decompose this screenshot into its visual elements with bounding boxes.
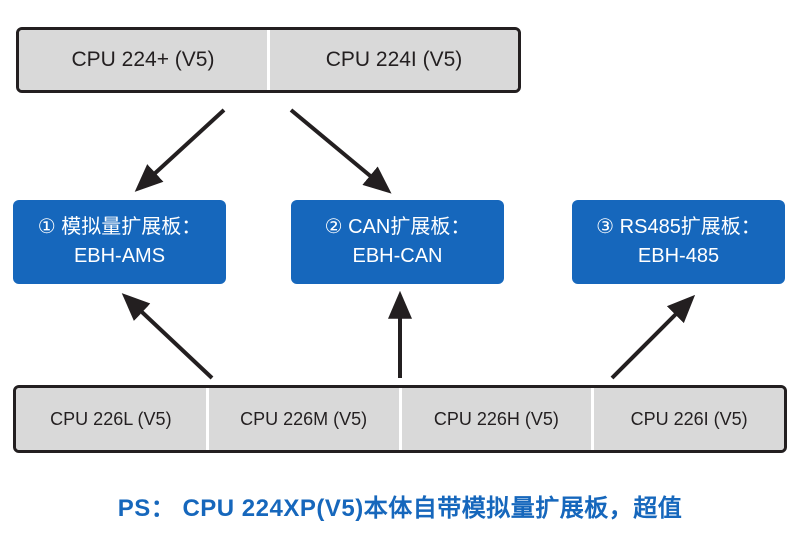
board-can-title: ② CAN扩展板：	[324, 216, 471, 238]
cpu-cell-226m: CPU 226M (V5)	[205, 388, 399, 450]
cpu-top-group: CPU 224+ (V5) CPU 224I (V5)	[16, 27, 521, 93]
board-can: ② CAN扩展板： EBH-CAN	[291, 200, 504, 284]
cpu-bottom-group: CPU 226L (V5) CPU 226M (V5) CPU 226H (V5…	[13, 385, 787, 453]
cpu-cell-224plus: CPU 224+ (V5)	[19, 30, 267, 90]
arrow-226i-to-485	[610, 294, 696, 380]
cpu-cell-224i: CPU 224I (V5)	[267, 30, 518, 90]
ps-note: PS： CPU 224XP(V5)本体自带模拟量扩展板，超值	[117, 495, 683, 522]
board-ams-model: EBH-AMS	[73, 245, 166, 267]
arrow-224plus-to-ams	[134, 108, 226, 192]
cpu-cell-226h: CPU 226H (V5)	[398, 388, 592, 450]
board-485: ③ RS485扩展板： EBH-485	[572, 200, 785, 284]
board-ams: ① 模拟量扩展板： EBH-AMS	[13, 200, 226, 284]
board-ams-title: ① 模拟量扩展板：	[37, 216, 202, 238]
cpu-cell-226i: CPU 226I (V5)	[591, 388, 784, 450]
arrow-224i-to-can	[289, 108, 392, 194]
board-485-title: ③ RS485扩展板：	[596, 216, 761, 238]
cpu-cell-226l: CPU 226L (V5)	[16, 388, 206, 450]
board-can-model: EBH-CAN	[352, 245, 443, 267]
board-485-model: EBH-485	[637, 245, 720, 267]
arrow-226l-to-ams	[121, 293, 214, 380]
